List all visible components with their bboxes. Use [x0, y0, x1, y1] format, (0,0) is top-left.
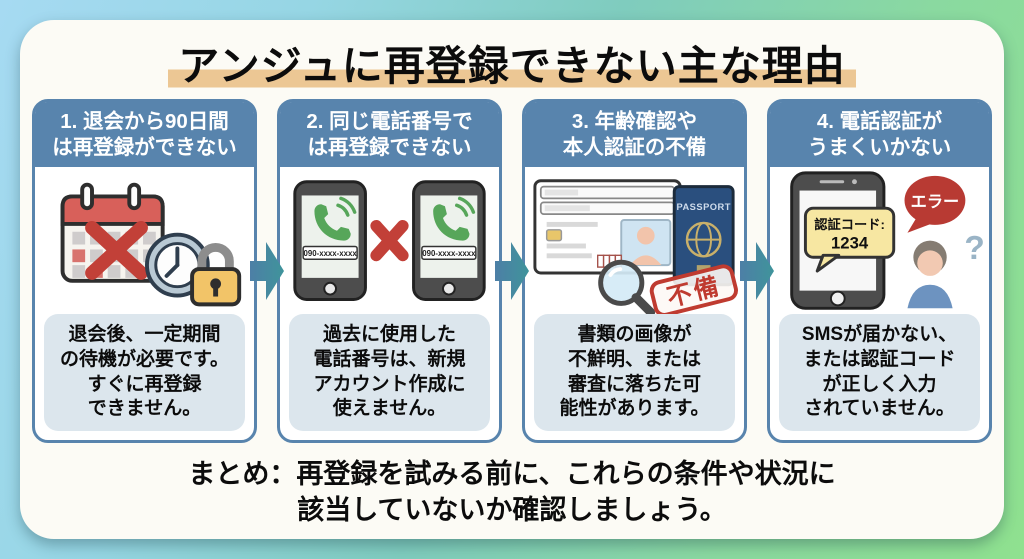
- summary-line1: まとめ：再登録を試みる前に、これらの条件や状況に: [188, 459, 836, 489]
- card-4-description: SMSが届かない、 または認証コード が正しく入力 されていません。: [779, 314, 980, 431]
- card-reason-3: 3. 年齢確認や 本人認証の不備: [522, 99, 747, 443]
- clock-icon: [144, 232, 210, 298]
- card-4-heading-line1: 4. 電話認証が: [816, 110, 943, 133]
- sms-code-label: 認証コード:: [814, 216, 885, 232]
- card-1-heading: 1. 退会から90日間 は再登録ができない: [35, 102, 254, 168]
- confused-person-icon: ?: [907, 230, 985, 309]
- card-2-heading: 2. 同じ電話番号で は再登録できない: [280, 102, 499, 168]
- card-1-body-line1: 退会後、一定期間: [68, 324, 221, 346]
- lock-icon: [190, 243, 242, 307]
- card-2-body-line1: 過去に使用した: [322, 324, 456, 346]
- page-title-text: アンジュに再登録できない主な理由: [168, 43, 856, 89]
- card-3-art: PASSPORT 不備: [525, 167, 744, 315]
- infographic-panel: アンジュに再登録できない主な理由 1. 退会から90日間 は再登録ができない: [20, 20, 1004, 539]
- card-2-body-line2: 電話番号は、新規: [313, 348, 466, 370]
- card-1-description: 退会後、一定期間 の待機が必要です。 すぐに再登録 できません。: [44, 314, 245, 431]
- card-3-heading-line2: 本人認証の不備: [562, 136, 707, 160]
- card-1-body-line2: の待機が必要です。: [59, 348, 230, 370]
- flow-arrow-icon: [740, 242, 774, 300]
- card-4-body-line1: SMSが届かない、: [801, 324, 958, 346]
- card-4-body-line3: が正しく入力: [822, 373, 937, 395]
- card-reason-1: 1. 退会から90日間 は再登録ができない: [32, 99, 257, 443]
- phone-sms-error-icon: 認証コード: 1234 エラー ?: [790, 171, 985, 310]
- phone-right-number: 090-xxxx-xxxx: [422, 249, 476, 258]
- card-3-description: 書類の画像が 不鮮明、または 審査に落ちた可 能性があります。: [534, 314, 735, 431]
- card-4-heading: 4. 電話認証が うまくいかない: [770, 102, 989, 168]
- phone-right-icon: 090-xxxx-xxxx: [412, 180, 486, 302]
- card-4-body-line4: されていません。: [804, 398, 955, 420]
- question-mark: ?: [964, 230, 984, 267]
- id-passport-magnifier-icon: PASSPORT 不備: [533, 179, 738, 315]
- card-4-art: 認証コード: 1234 エラー ?: [770, 167, 989, 314]
- reason-cards-row: 1. 退会から90日間 は再登録ができない: [32, 99, 992, 443]
- card-1-body-line4: できません。: [87, 398, 202, 420]
- card-2-body-line3: アカウント作成に: [313, 373, 466, 395]
- card-2-heading-line1: 2. 同じ電話番号で: [306, 110, 473, 133]
- card-3-body-line1: 書類の画像が: [577, 324, 692, 346]
- card-reason-2: 2. 同じ電話番号で は再登録できない 090-xxxx-xxxx: [277, 99, 502, 443]
- passport-label: PASSPORT: [676, 202, 730, 212]
- id-document-icon: [533, 179, 682, 275]
- error-bubble: エラー: [904, 175, 966, 233]
- red-cross-icon: [370, 220, 409, 262]
- red-cross-icon: [85, 221, 148, 280]
- card-2-description: 過去に使用した 電話番号は、新規 アカウント作成に 使えません。: [289, 314, 490, 431]
- card-1-heading-line2: は再登録ができない: [52, 136, 237, 160]
- card-1-heading-line1: 1. 退会から90日間: [60, 110, 229, 133]
- card-1-body-line3: すぐに再登録: [87, 373, 202, 395]
- flow-arrow-icon: [495, 242, 529, 300]
- error-label: エラー: [911, 193, 960, 211]
- card-3-body-line2: 不鮮明、または: [567, 348, 701, 370]
- page-title: アンジュに再登録できない主な理由: [168, 32, 856, 92]
- card-3-body-line3: 審査に落ちた可: [567, 373, 701, 395]
- phone-left-number: 090-xxxx-xxxx: [304, 249, 358, 258]
- card-3-heading-line1: 3. 年齢確認や: [571, 110, 698, 133]
- phone-left-icon: 090-xxxx-xxxx: [293, 180, 367, 302]
- summary-line2: 該当していないか確認しましょう。: [297, 495, 727, 526]
- card-4-body-line2: または認証コード: [803, 348, 956, 370]
- sms-code-value: 1234: [831, 234, 869, 253]
- magnifier-icon: [598, 259, 656, 315]
- summary-text: まとめ：再登録を試みる前に、これらの条件や状況に 該当していないか確認しましょう…: [188, 456, 835, 529]
- two-phones-crossed-icon: 090-xxxx-xxxx: [293, 180, 486, 302]
- card-3-body-line4: 能性があります。: [559, 398, 710, 420]
- calendar-clock-lock-icon: [60, 182, 242, 307]
- card-2-body-line4: 使えません。: [332, 398, 447, 420]
- flow-arrow-icon: [250, 242, 284, 300]
- card-reason-4: 4. 電話認証が うまくいかない: [767, 99, 992, 443]
- card-1-art: [35, 167, 254, 314]
- card-4-heading-line2: うまくいかない: [807, 136, 952, 160]
- card-3-heading: 3. 年齢確認や 本人認証の不備: [525, 102, 744, 168]
- card-2-heading-line2: は再登録できない: [307, 136, 472, 160]
- calendar-icon: [60, 182, 165, 283]
- card-2-art: 090-xxxx-xxxx: [280, 167, 499, 314]
- sms-code-bubble: 認証コード: 1234: [803, 206, 896, 273]
